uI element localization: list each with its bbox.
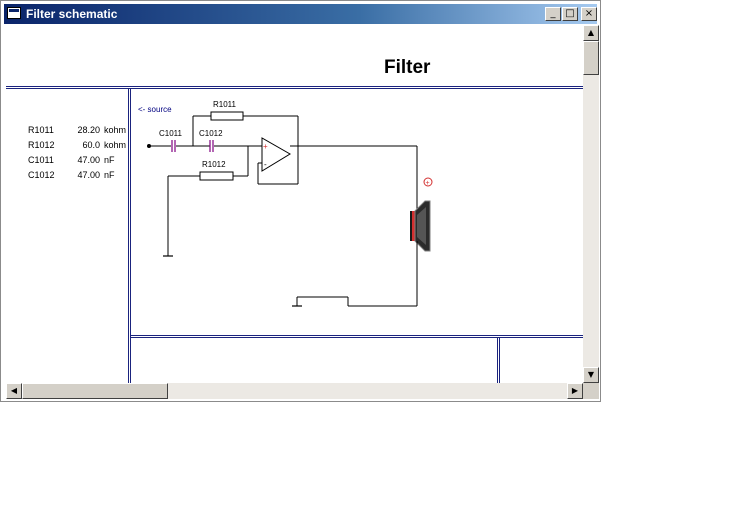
speaker-polarity-label: + [426,180,430,187]
polarity-marker [423,177,433,187]
lower-cell-divider [497,337,498,383]
capacitor-c1011 [171,140,176,152]
vertical-scroll-thumb[interactable] [583,41,599,75]
c1012-label: C1012 [199,129,223,138]
parts-list-row: R1011 28.20 kohm [28,123,126,138]
part-unit: nF [104,155,115,165]
size-grip[interactable] [583,383,599,399]
scroll-left-button[interactable]: ◀ [6,383,22,399]
vertical-scrollbar[interactable]: ▲ ▼ [583,25,599,383]
lower-divider-bottom [130,337,583,338]
close-button[interactable]: × [581,7,597,21]
part-value: 47.00 [77,170,100,180]
opamp-minus-label: - [264,160,267,169]
page-title: Filter [384,57,431,78]
window-title: Filter schematic [26,7,118,21]
opamp: + - [261,137,291,172]
lower-cell-divider-2 [499,337,500,383]
part-ref: C1011 [28,155,54,165]
horizontal-scrollbar[interactable]: ◀ ▶ [6,383,583,399]
part-unit: nF [104,170,115,180]
parts-list-row: C1012 47.00 nF [28,168,126,183]
c1011-label: C1011 [159,129,183,138]
app-window: Filter schematic _ □ × Filter R1011 28.20… [0,0,601,402]
header-divider-bottom [6,88,583,89]
schematic-view: Filter R1011 28.20 kohm R1012 60.0 kohm C101… [6,25,583,383]
r1012-label: R1012 [202,160,226,169]
window-icon[interactable] [7,7,21,19]
header-divider-top [6,86,583,87]
minimize-button[interactable]: _ [545,7,561,21]
speaker-icon [410,200,431,252]
title-bar[interactable]: Filter schematic _ □ × [4,4,597,24]
part-value: 60.0 [82,140,100,150]
scroll-down-button[interactable]: ▼ [583,367,599,383]
resistor-r1012 [199,171,234,181]
part-value: 28.20 [77,125,100,135]
source-label: <- source [138,105,172,114]
part-unit: kohm [104,140,127,150]
parts-list-row: R1012 60.0 kohm [28,138,126,153]
part-ref: R1012 [28,140,55,150]
scroll-right-button[interactable]: ▶ [567,383,583,399]
filter-schematic: <- source C1011 C1012 R1011 [138,100,433,307]
panel-divider-left-2 [130,88,131,383]
opamp-plus-label: + [263,142,268,151]
capacitor-c1012 [209,140,214,152]
resistor-r1011 [210,111,244,121]
part-ref: C1012 [28,170,55,180]
maximize-button[interactable]: □ [562,7,578,21]
r1011-label: R1011 [213,100,237,109]
part-unit: kohm [104,125,127,135]
horizontal-scroll-thumb[interactable] [22,383,168,399]
parts-list: R1011 28.20 kohm R1012 60.0 kohm C1011 47.00 n… [28,123,126,183]
panel-divider-left [128,88,129,383]
parts-list-row: C1011 47.00 nF [28,153,126,168]
part-value: 47.00 [77,155,100,165]
lower-divider-top [130,335,583,336]
part-ref: R1011 [28,125,54,135]
scroll-up-button[interactable]: ▲ [583,25,599,41]
